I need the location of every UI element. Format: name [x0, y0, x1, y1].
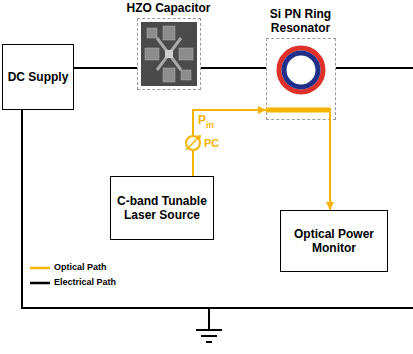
box-label: Optical Power Monitor [284, 227, 384, 255]
ground-lead [208, 308, 210, 330]
ground-symbol [206, 341, 212, 343]
laser-box: C-band Tunable Laser Source [110, 176, 214, 240]
ring-resonator-figure [266, 38, 336, 120]
component-heading: HZO Capacitor [119, 1, 219, 15]
resonator-frame: Si PN Ring Resonator [266, 38, 336, 120]
ground-symbol [201, 335, 217, 337]
controller-label: PC [204, 137, 219, 150]
component-heading: Si PN Ring Resonator [246, 7, 356, 35]
legend-line-sample [30, 262, 50, 273]
electrical-connector [74, 68, 137, 69]
power-supply-box: DC Supply [2, 44, 74, 110]
legend-line-sample [30, 277, 50, 288]
box-label: DC Supply [8, 70, 69, 84]
ground-symbol [196, 329, 222, 331]
optical-connector [326, 120, 334, 210]
box-label: C-band Tunable Laser Source [114, 194, 210, 222]
legend-row: Optical Path [30, 262, 107, 273]
legend-text: Electrical Path [54, 277, 116, 288]
power-symbol: P [198, 113, 206, 127]
monitor-box: Optical Power Monitor [280, 210, 388, 272]
polarization-controller [186, 135, 201, 150]
supply-wire [21, 110, 23, 308]
capacitor-micrograph [141, 22, 197, 86]
capacitor-frame: HZO Capacitor [137, 18, 201, 90]
legend-text: Optical Path [54, 262, 107, 273]
return-wire [336, 67, 413, 69]
power-subscript: in [206, 120, 214, 131]
legend-row: Electrical Path [30, 277, 116, 288]
ground-wire [21, 307, 413, 309]
optical-connector [193, 106, 266, 176]
electrical-connector [201, 68, 266, 69]
